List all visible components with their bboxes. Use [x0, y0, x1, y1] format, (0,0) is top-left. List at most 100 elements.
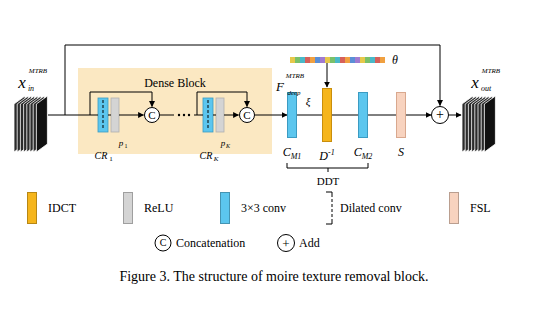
add-circle: + — [431, 106, 449, 124]
concat-sample — [155, 235, 171, 251]
ellipsis-dot — [183, 114, 185, 116]
feature-map-slice — [36, 96, 47, 152]
math-label: x — [18, 74, 26, 91]
parameter-strip-cell — [370, 57, 375, 63]
math-label: CR — [200, 151, 213, 161]
relu-bar — [111, 98, 119, 132]
math-label: MTRB — [286, 73, 304, 80]
math-label: 1 — [125, 143, 128, 149]
math-label: x — [471, 74, 479, 91]
parameter-strip-cell — [340, 57, 345, 63]
node-index: M2 — [362, 152, 373, 161]
dense-block: Dense BlockC C — [78, 68, 272, 154]
feature-map-slice — [484, 96, 495, 152]
dilated-conv-bar — [203, 98, 213, 132]
math-label: deep — [287, 90, 300, 97]
legend-text: 3×3 conv — [241, 202, 286, 214]
node-index: M1 — [291, 152, 302, 161]
connector-line — [255, 115, 287, 116]
wire — [160, 115, 174, 116]
idct-bar: D-1 — [322, 88, 332, 142]
math-label: + — [282, 237, 289, 250]
input-feature-stack — [14, 96, 47, 152]
output-feature-stack — [462, 96, 495, 152]
math-label: out — [481, 85, 491, 93]
dilated-sample — [332, 199, 333, 217]
parameter-strip-cell — [290, 57, 295, 63]
figure-caption: Figure 3. The structure of moire texture… — [0, 269, 548, 284]
parameter-strip-cell — [310, 57, 315, 63]
node-text: C — [243, 110, 250, 121]
bar-label: S — [398, 142, 404, 160]
node-text: Dense Block — [144, 76, 206, 90]
legend-swatch — [449, 192, 459, 224]
math-label: DDT — [317, 176, 340, 187]
parameter-strip-cell — [295, 57, 300, 63]
parameter-strip-cell — [300, 57, 305, 63]
legend-text: IDCT — [48, 202, 76, 214]
node-text: D — [319, 149, 328, 163]
math-label: MTRB — [482, 68, 500, 75]
concat-circle: C — [144, 107, 160, 123]
connector-line — [406, 115, 431, 116]
skip-connection — [65, 45, 440, 115]
parameter-wire — [327, 63, 328, 87]
math-label: p — [221, 139, 226, 148]
parameter-strip-cell — [315, 57, 320, 63]
wire — [224, 115, 239, 116]
parameter-strip-cell — [325, 57, 330, 63]
wire — [194, 115, 203, 116]
wire — [449, 115, 461, 116]
parameter-strip-cell — [360, 57, 365, 63]
node-text: C — [148, 110, 155, 121]
fsl-bar: S — [396, 92, 406, 138]
wire — [213, 115, 216, 116]
bar-label: D-1 — [319, 146, 334, 164]
ellipsis-dot — [178, 114, 180, 116]
relu-bar — [216, 98, 224, 132]
parameter-strip-cell — [320, 57, 325, 63]
math-label: MTRB — [29, 68, 47, 75]
parameter-strip-cell — [305, 57, 310, 63]
legend-text: Concatenation — [176, 237, 245, 249]
dilated-sample — [326, 192, 332, 197]
parameter-strip-cell — [355, 57, 360, 63]
block-title: Dense Block — [144, 73, 206, 91]
add-sample — [278, 235, 295, 252]
node-text: C — [283, 145, 291, 159]
math-label: 1 — [109, 156, 113, 163]
legend-text: ReLU — [144, 202, 173, 214]
math-label: F — [276, 80, 284, 93]
dilated-conv-bar — [98, 98, 108, 132]
dense-skip — [90, 92, 152, 115]
math-label: in — [28, 85, 34, 93]
parameter-strip-cell — [345, 57, 350, 63]
conv-bar: CM2 — [358, 92, 368, 138]
parameter-strip-cell — [365, 57, 370, 63]
connector-line — [332, 115, 358, 116]
ellipsis-dot — [188, 114, 190, 116]
connector-line — [368, 115, 396, 116]
node-index: -1 — [328, 148, 335, 157]
wire — [108, 115, 111, 116]
math-label: ξ — [306, 96, 311, 107]
legend-swatch — [123, 192, 133, 224]
connector-line — [297, 115, 322, 116]
dense-block-band — [78, 68, 272, 154]
legend-text: Dilated conv — [340, 202, 402, 214]
conv-bar: CM1 — [287, 92, 297, 138]
dilated-mark — [103, 100, 104, 130]
bar-label: CM1 — [283, 142, 302, 160]
dilated-mark — [208, 100, 209, 130]
parameter-strip-cell — [375, 57, 380, 63]
legend-text: FSL — [470, 202, 491, 214]
math-label: p — [119, 139, 124, 148]
math-label: CR — [95, 151, 108, 161]
wire — [119, 115, 144, 116]
node-text: S — [398, 145, 404, 159]
